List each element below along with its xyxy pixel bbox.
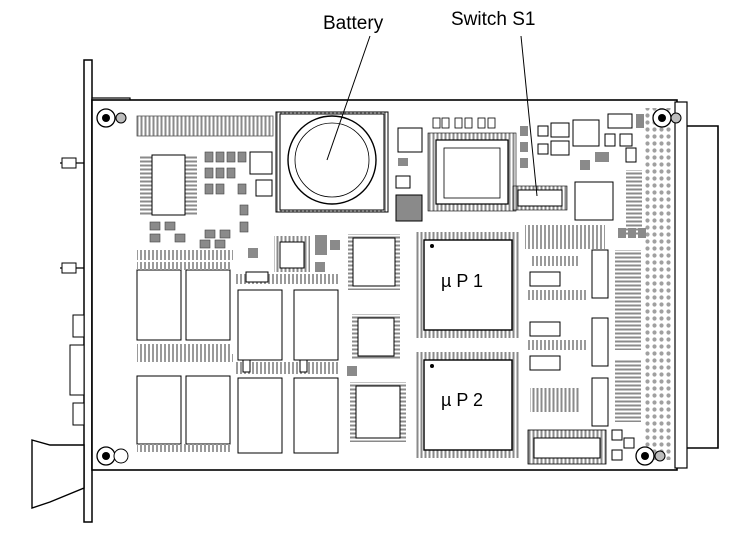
processor-up1 bbox=[416, 232, 520, 338]
processor-up2 bbox=[416, 352, 520, 458]
sram-chips bbox=[236, 274, 340, 454]
capacitor-row bbox=[432, 117, 496, 129]
small-caps-right bbox=[618, 228, 646, 238]
battery bbox=[275, 111, 389, 213]
rear-connector bbox=[645, 101, 719, 469]
passive-components-top bbox=[149, 151, 249, 249]
mounting-holes bbox=[96, 108, 682, 466]
bottom-connector bbox=[527, 388, 635, 465]
plcc-chip-mid bbox=[348, 234, 400, 290]
regulator bbox=[395, 127, 423, 222]
plcc-chip-small bbox=[347, 314, 400, 376]
pin-header bbox=[136, 115, 274, 137]
memory-modules bbox=[136, 250, 233, 452]
battery-leader-line bbox=[326, 35, 371, 161]
plcc-chip-bottom bbox=[350, 382, 406, 442]
resistor-array bbox=[626, 170, 642, 236]
switch-s1 bbox=[512, 119, 600, 211]
processor-up2-label: µ P 2 bbox=[441, 390, 483, 410]
eprom-chip bbox=[140, 154, 197, 216]
diodes bbox=[574, 113, 644, 221]
crystal bbox=[249, 151, 273, 175]
battery-label: Battery bbox=[323, 13, 384, 34]
plcc-chip-top bbox=[427, 132, 517, 212]
processor-up1-label: µ P 1 bbox=[441, 271, 483, 291]
stripe-area-right bbox=[525, 225, 605, 249]
ic-center-left bbox=[245, 235, 340, 283]
right-side-components bbox=[528, 249, 641, 427]
switch-leader-line bbox=[520, 35, 538, 197]
switch-s1-label: Switch S1 bbox=[451, 9, 535, 30]
small-ic bbox=[255, 179, 273, 197]
